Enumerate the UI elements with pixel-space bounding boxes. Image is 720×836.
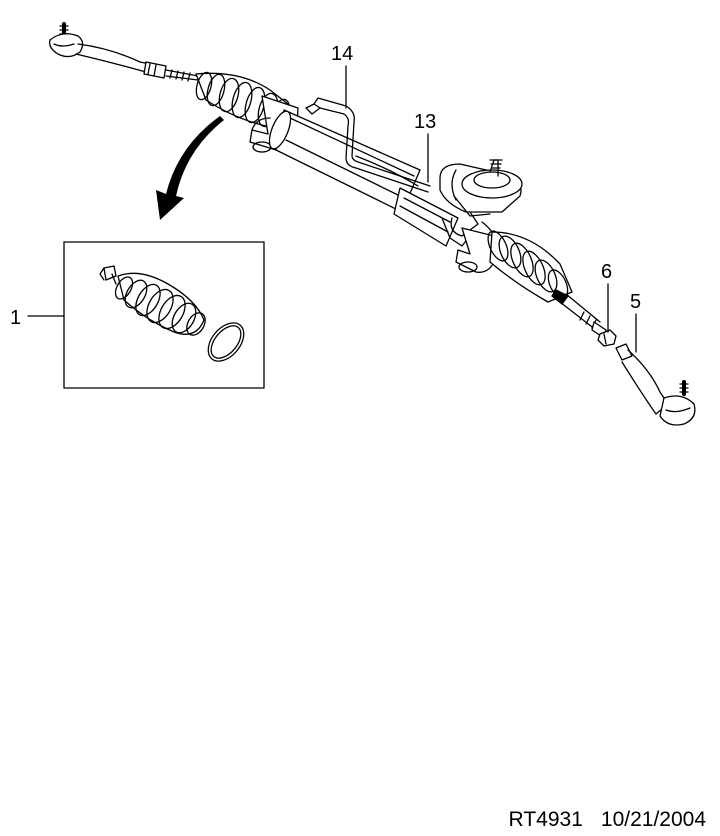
callout-1: 1 xyxy=(10,307,21,329)
detail-arrow xyxy=(156,116,224,220)
callout-13: 13 xyxy=(414,111,436,133)
figure-code: RT4931 xyxy=(508,808,583,831)
rack-housing-tube xyxy=(268,109,459,247)
left-tie-rod-end xyxy=(49,22,199,82)
callout-6: 6 xyxy=(601,261,612,283)
figure-footer: RT4931 10/21/2004 xyxy=(497,784,706,832)
right-inner-tie-rod xyxy=(559,293,607,339)
boot-kit-box xyxy=(63,241,265,389)
right-bellows-boot xyxy=(487,230,573,305)
right-tie-rod-end xyxy=(615,343,696,426)
jam-nut xyxy=(597,329,617,347)
leader-lines xyxy=(27,65,637,353)
figure-date: 10/21/2004 xyxy=(600,808,706,831)
callout-14: 14 xyxy=(331,43,353,65)
pressure-lines xyxy=(305,97,431,193)
callout-5: 5 xyxy=(630,291,641,313)
pinion-valve-housing xyxy=(439,159,523,247)
